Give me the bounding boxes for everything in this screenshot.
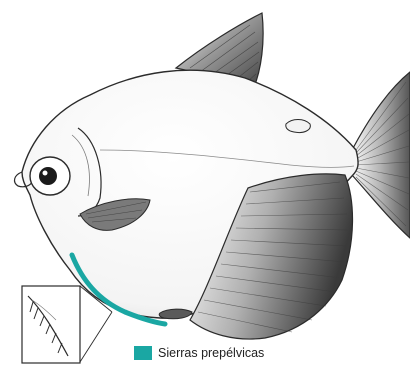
pelvic-fin <box>159 309 192 319</box>
legend-swatch <box>134 346 152 360</box>
legend-label: Sierras prepélvicas <box>158 346 264 360</box>
legend: Sierras prepélvicas <box>134 344 264 362</box>
eye-pupil <box>39 167 57 185</box>
eye-highlight <box>43 171 48 176</box>
serrae-detail-inset <box>22 286 80 363</box>
adipose-fin <box>286 120 310 133</box>
inset-leader-bottom <box>80 312 112 362</box>
